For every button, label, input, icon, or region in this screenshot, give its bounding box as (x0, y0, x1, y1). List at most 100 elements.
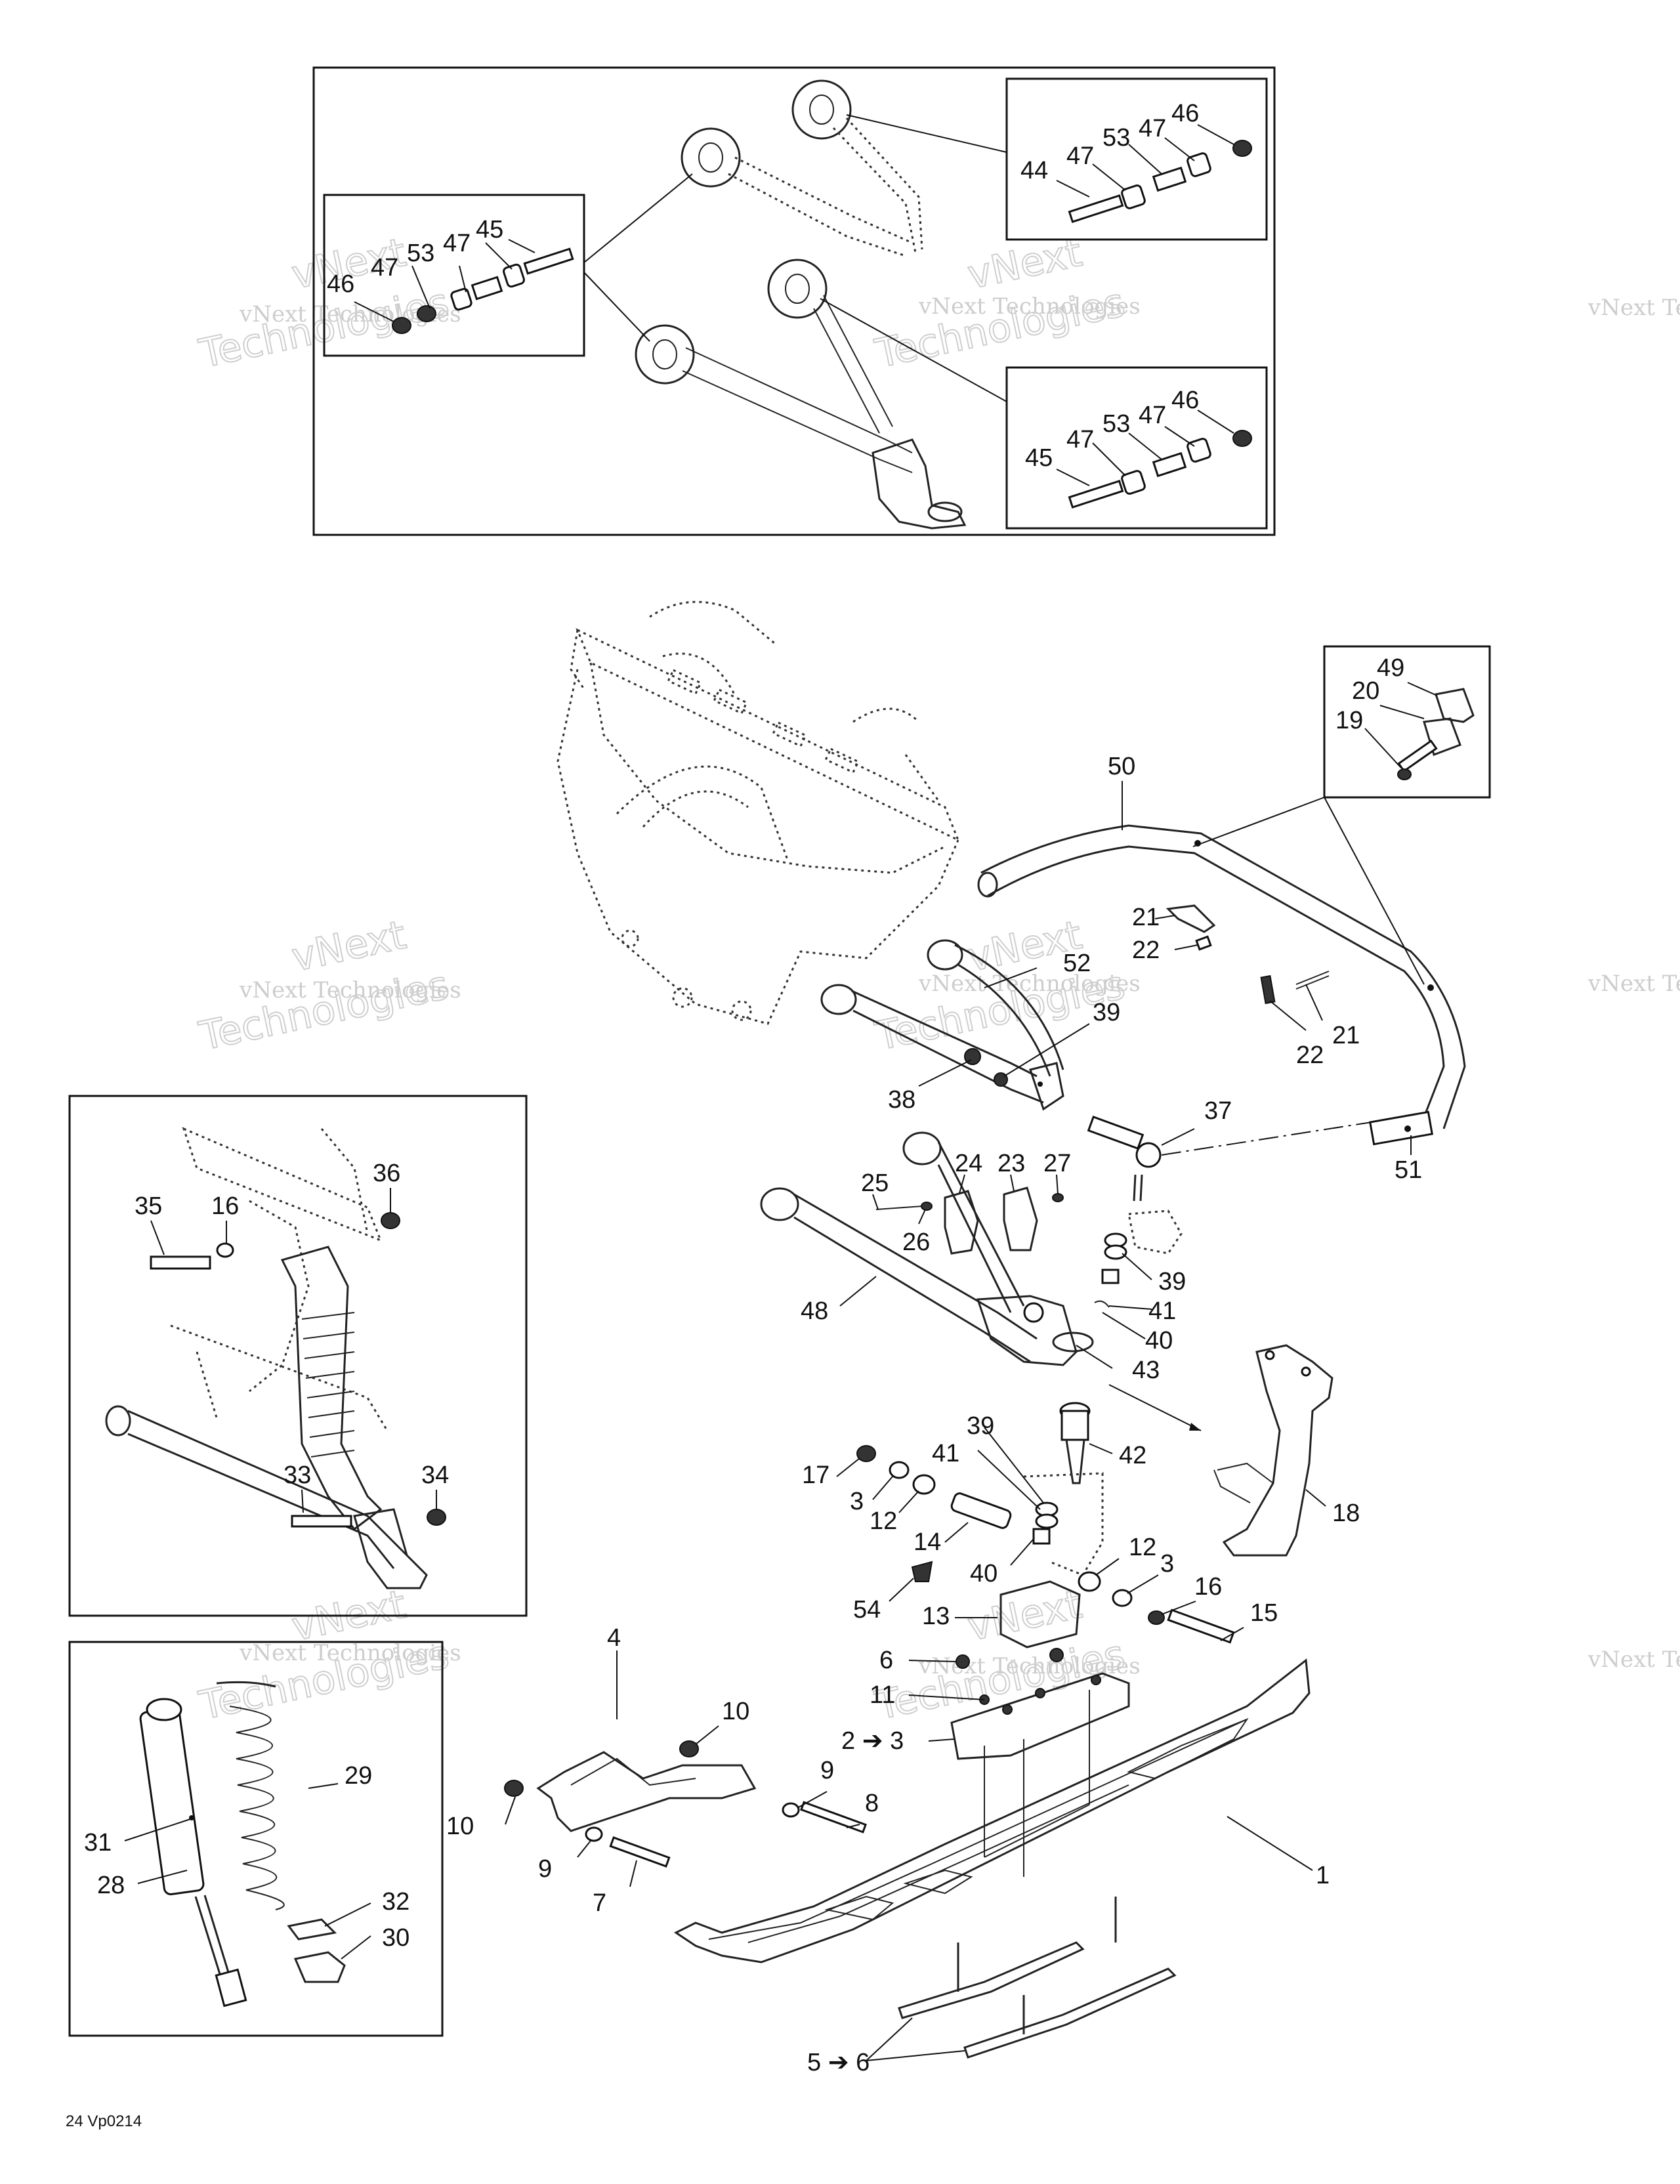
label-49: 49 (1377, 654, 1404, 682)
label-43: 43 (1132, 1356, 1160, 1384)
tie-rod-end (1087, 1116, 1372, 1202)
label-38: 38 (888, 1086, 915, 1114)
label-47: 47 (1139, 402, 1166, 429)
label-14: 14 (914, 1528, 941, 1556)
label-27: 27 (1043, 1150, 1071, 1177)
label-44: 44 (1020, 157, 1048, 184)
label-22: 22 (1132, 936, 1160, 964)
label-40: 40 (970, 1560, 998, 1587)
watermark-text: vNext Technologies (239, 1640, 461, 1666)
label-30: 30 (382, 1924, 410, 1952)
label-5-6: 5 ➔ 6 (807, 2049, 870, 2076)
label-31: 31 (84, 1829, 112, 1857)
label-26: 26 (902, 1228, 930, 1256)
watermark-text: vNext Technologies (1587, 1647, 1680, 1673)
front-bumper-bracket: 18 (1213, 1344, 1360, 1557)
label-21: 21 (1332, 1022, 1360, 1049)
watermark-big: Technologies (872, 1631, 1129, 1729)
label-21: 21 (1132, 904, 1160, 931)
label-12: 12 (1129, 1534, 1156, 1561)
label-2-3: 2 ➔ 3 (841, 1727, 904, 1755)
upper-right-hardware-stack (1068, 140, 1252, 223)
lower-right-hardware-box (1005, 366, 1268, 530)
chassis-sketch (556, 600, 960, 1025)
label-4: 4 (607, 1624, 621, 1652)
label-54: 54 (853, 1596, 881, 1624)
label-9: 9 (538, 1855, 552, 1883)
label-35: 35 (135, 1192, 162, 1220)
label-17: 17 (802, 1461, 830, 1489)
label-50: 50 (1108, 753, 1135, 780)
upper-a-arm (820, 939, 1064, 1111)
label-16: 16 (1194, 1573, 1222, 1601)
label-39: 39 (967, 1412, 994, 1440)
shock-absorber-inset: 31 28 29 32 30 (68, 1641, 444, 2037)
spindle: 42 (1059, 1384, 1202, 1484)
label-36: 36 (373, 1160, 400, 1187)
watermark-text: vNext Technologies (1587, 971, 1680, 997)
lower-a-arm (760, 1131, 1094, 1366)
label-7: 7 (593, 1889, 606, 1917)
bracket-and-bolt: 21 22 21 22 (1132, 904, 1360, 1069)
label-32: 32 (382, 1888, 410, 1916)
label-41: 41 (1148, 1297, 1176, 1325)
shock-mount-inset: 35 16 36 33 34 (68, 1095, 528, 1617)
label-25: 25 (861, 1169, 889, 1197)
label-19: 19 (1335, 707, 1363, 734)
upper-a-arm-sketch (681, 79, 923, 257)
label-37: 37 (1204, 1097, 1232, 1125)
label-10: 10 (722, 1698, 749, 1725)
label-20: 20 (1352, 677, 1379, 705)
label-46: 46 (1171, 387, 1199, 414)
bushing-clamps: 25 24 23 27 26 (861, 1150, 1071, 1256)
label-8: 8 (865, 1790, 879, 1817)
label-48: 48 (801, 1297, 828, 1325)
label-42: 42 (1119, 1442, 1146, 1469)
shock-absorber-inset-frame (68, 1641, 444, 2037)
label-11: 11 (870, 1681, 895, 1709)
watermarks: vNext Technologies vNext Technologies vN… (195, 229, 1680, 1730)
spindle-top-hardware: 39 41 40 (1094, 1209, 1186, 1354)
label-47: 47 (1066, 426, 1094, 453)
label-40: 40 (1145, 1327, 1173, 1354)
label-53: 53 (1102, 410, 1130, 438)
watermark-big: vNext (288, 912, 410, 981)
lower-a-arm-sketch (635, 259, 967, 530)
label-45: 45 (1025, 444, 1053, 472)
diagram-code: 24 Vp0214 (66, 2112, 142, 2130)
label-39: 39 (1093, 999, 1120, 1026)
lower-right-hardware-stack (1068, 430, 1252, 509)
label-24: 24 (955, 1150, 982, 1177)
label-53: 53 (407, 240, 434, 267)
label-10: 10 (446, 1813, 474, 1840)
label-47: 47 (371, 254, 398, 282)
sway-bar (977, 824, 1466, 1146)
ski-assembly: 4 10 10 9 8 9 7 6 11 2 ➔ 3 1 5 ➔ 6 (446, 1624, 1330, 2076)
label-3: 3 (850, 1488, 864, 1515)
label-33: 33 (284, 1461, 311, 1489)
watermark-big: vNext (964, 1582, 1086, 1650)
label-51: 51 (1395, 1156, 1422, 1184)
label-29: 29 (345, 1762, 372, 1790)
label-18: 18 (1332, 1500, 1360, 1527)
shock-mount-inset-frame (68, 1095, 528, 1617)
label-45: 45 (476, 216, 503, 243)
label-47: 47 (1139, 115, 1166, 142)
label-39: 39 (1158, 1268, 1186, 1295)
label-34: 34 (421, 1461, 449, 1489)
upper-right-hardware-box (1005, 77, 1268, 241)
label-53: 53 (1102, 124, 1130, 152)
label-28: 28 (97, 1872, 125, 1899)
label-47: 47 (443, 230, 471, 257)
label-12: 12 (870, 1507, 897, 1535)
label-47: 47 (1066, 142, 1094, 170)
label-52: 52 (1063, 950, 1091, 977)
bolt-35 (150, 1255, 211, 1270)
label-15: 15 (1250, 1599, 1278, 1627)
label-1: 1 (1316, 1862, 1330, 1889)
ski-leg-hardware: 17 3 12 14 54 39 41 40 13 12 3 16 15 (802, 1412, 1278, 1648)
label-23: 23 (998, 1150, 1025, 1177)
label-6: 6 (879, 1647, 893, 1674)
top-inset-frame (312, 66, 1276, 536)
